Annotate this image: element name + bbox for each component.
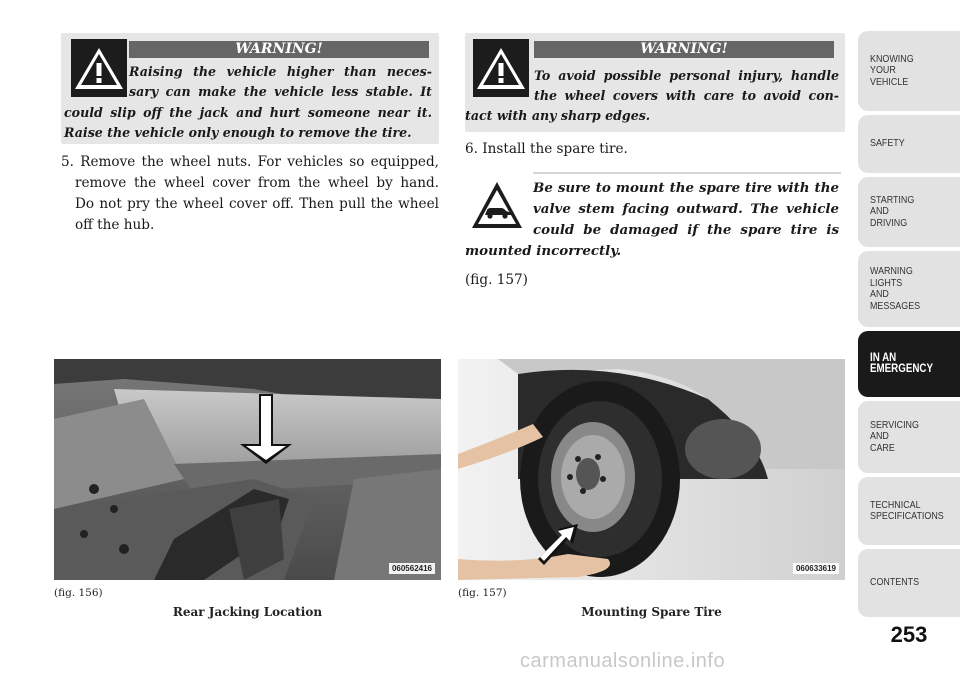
note-divider <box>533 172 841 174</box>
figure-code: 060633619 <box>792 563 839 574</box>
warning-heading: WARNING! <box>534 41 834 58</box>
tab-knowing-your-vehicle[interactable]: KNOWING YOUR VEHICLE <box>858 31 960 111</box>
tab-label: STARTING AND DRIVING <box>870 193 915 229</box>
warning-box-jacking: WARNING! Raising the vehicle higher than… <box>61 33 439 144</box>
note-text-line: valve stem facing outward. The vehicle <box>533 201 839 217</box>
figure-code: 060562416 <box>388 563 435 574</box>
figure-157-photo: 060633619 <box>458 359 845 580</box>
tab-servicing-and-care[interactable]: SERVICING AND CARE <box>858 401 960 473</box>
tab-label: KNOWING YOUR VEHICLE <box>870 52 914 88</box>
step-5-line: off the hub. <box>75 217 155 233</box>
step-5-line: Do not pry the wheel cover off. Then pul… <box>75 196 439 212</box>
step-6-text: 6. Install the spare tire. <box>465 141 628 157</box>
tab-label: TECHNICAL SPECIFICATIONS <box>870 498 944 522</box>
tab-starting-and-driving[interactable]: STARTING AND DRIVING <box>858 177 960 247</box>
warning-triangle-icon <box>71 39 127 97</box>
figure-reference: (fig. 157) <box>465 272 528 288</box>
page-number: 253 <box>890 622 928 647</box>
warning-text-line: Raise the vehicle only enough to remove … <box>64 125 412 140</box>
figure-156-caption: Rear Jacking Location <box>172 605 323 619</box>
warning-heading: WARNING! <box>129 41 429 58</box>
tab-technical-specifications[interactable]: TECHNICAL SPECIFICATIONS <box>858 477 960 545</box>
tab-label: SAFETY <box>870 137 905 150</box>
watermark: carmanualsonline.info <box>520 650 726 672</box>
warning-text-line: could slip off the jack and hurt someone… <box>64 105 432 120</box>
tab-label: CONTENTS <box>870 576 920 589</box>
warning-text-line: To avoid possible personal injury, handl… <box>534 68 839 83</box>
tab-in-an-emergency[interactable]: IN AN EMERGENCY <box>858 331 960 397</box>
warning-box-wheel-covers: WARNING! To avoid possible personal inju… <box>465 33 845 132</box>
tab-safety[interactable]: SAFETY <box>858 115 960 173</box>
warning-triangle-icon <box>473 39 529 97</box>
tab-label: WARNING LIGHTS AND MESSAGES <box>870 265 921 312</box>
figure-156-photo: 060562416 <box>54 359 441 580</box>
warning-text-line: sary can make the vehicle less stable. I… <box>129 84 432 99</box>
tab-label: IN AN EMERGENCY <box>870 351 934 375</box>
note-text-line: could be damaged if the spare tire is <box>533 222 839 238</box>
warning-text-line: Raising the vehicle higher than neces- <box>129 64 432 79</box>
tab-label: SERVICING AND CARE <box>870 418 919 454</box>
warning-text-line: tact with any sharp edges. <box>465 108 651 123</box>
vehicle-note-icon <box>469 178 525 234</box>
note-text-line: Be sure to mount the spare tire with the <box>533 180 839 196</box>
figure-156-label: (fig. 156) <box>54 587 103 599</box>
tab-contents[interactable]: CONTENTS <box>858 549 960 617</box>
warning-text-line: the wheel covers with care to avoid con- <box>534 88 839 103</box>
figure-157-label: (fig. 157) <box>458 587 507 599</box>
figure-157-caption: Mounting Spare Tire <box>581 605 722 619</box>
step-5-line: 5. Remove the wheel nuts. For vehicles s… <box>61 154 439 170</box>
tab-warning-lights-and-messages[interactable]: WARNING LIGHTS AND MESSAGES <box>858 251 960 327</box>
step-5-line: remove the wheel cover from the wheel by… <box>75 175 439 191</box>
note-text-line: mounted incorrectly. <box>465 243 622 259</box>
